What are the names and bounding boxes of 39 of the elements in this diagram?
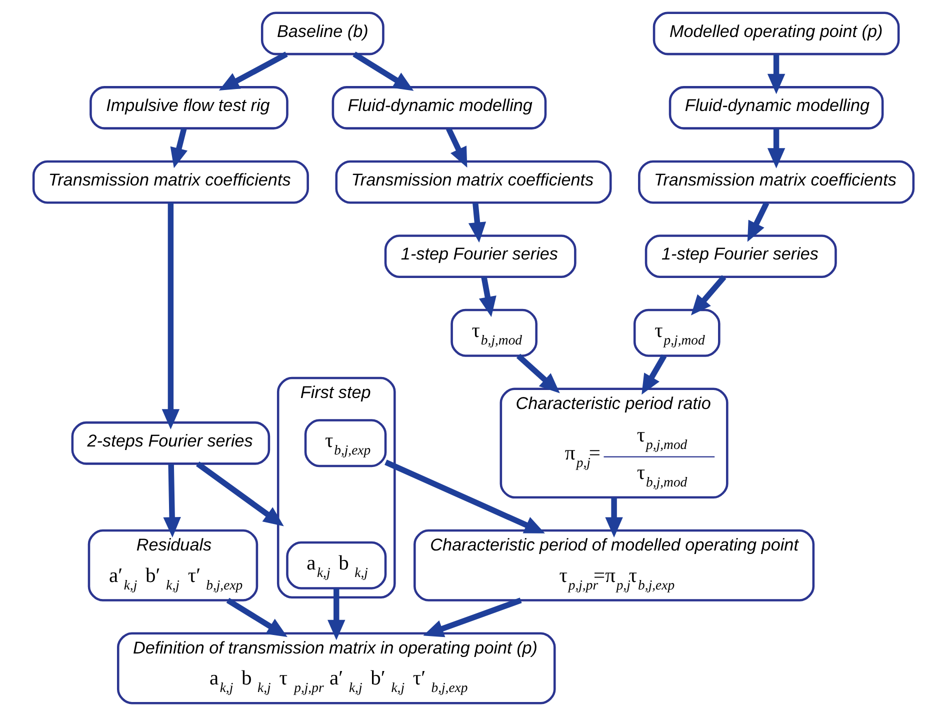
arrow [162, 202, 180, 430]
node-box: τ$_{b,j,mod}$ [450, 308, 538, 357]
node-box: Fluid-dynamic modelling [332, 86, 547, 130]
node-box: τ$_{b,j,exp}$ [304, 419, 387, 468]
node-box: 1-step Fourier series [644, 234, 837, 278]
node-box: 2-steps Fourier series [71, 421, 270, 465]
node-box: Baseline (b) [260, 12, 384, 56]
arrow [196, 462, 284, 526]
arrow [170, 128, 188, 168]
node-box: Characteristic period ratio π$_{p,j}$= τ$_{p,j,mod}$ τ$_{b,j,mod}$ [500, 388, 728, 499]
node-box: τ$_{p,j,mod}$ [633, 308, 720, 357]
node-box: Modelled operating point (p) [652, 12, 900, 56]
arrow [767, 54, 786, 94]
arrow [605, 498, 623, 538]
node-box: a$_{k,j}$ b$_{k,j}$ [286, 541, 387, 590]
arrow [423, 598, 522, 638]
arrow [747, 202, 770, 242]
node-box: Transmission matrix coefficients [32, 160, 309, 204]
arrow [384, 460, 545, 534]
arrow [328, 588, 346, 640]
arrow [226, 598, 288, 637]
node-box: Fluid-dynamic modelling [668, 86, 884, 130]
arrow [478, 276, 496, 317]
node-box: Definition of transmission matrix in operating point (p) a$_{k,j}$ b$_{k,j}$ τ$_{p,j,pr}$ a′$_{k,j}$ b′$_{k,j}$ τ′$_{b,j,exp}$ [116, 632, 556, 704]
arrow [767, 128, 786, 168]
node-box: Characteristic period of modelled operating point τ$_{p,j,pr}$=π$_{p,j}$τ$_{b,j,exp}$ [414, 529, 815, 602]
arrow [218, 52, 288, 90]
arrow [642, 354, 667, 395]
arrow [446, 127, 468, 168]
arrow [516, 354, 560, 394]
arrow [468, 202, 486, 243]
node-box: Transmission matrix coefficients [638, 160, 915, 204]
arrow [163, 464, 181, 538]
node-box: Transmission matrix coefficients [335, 160, 612, 204]
arrow [690, 275, 726, 316]
arrow [352, 52, 414, 91]
node-box: Residuals a′$_{k,j}$ b′$_{k,j}$ τ′$_{b,j,exp}$ [88, 529, 258, 602]
node-box: Impulsive flow test rig [90, 86, 288, 130]
node-box: 1-step Fourier series [384, 234, 576, 278]
